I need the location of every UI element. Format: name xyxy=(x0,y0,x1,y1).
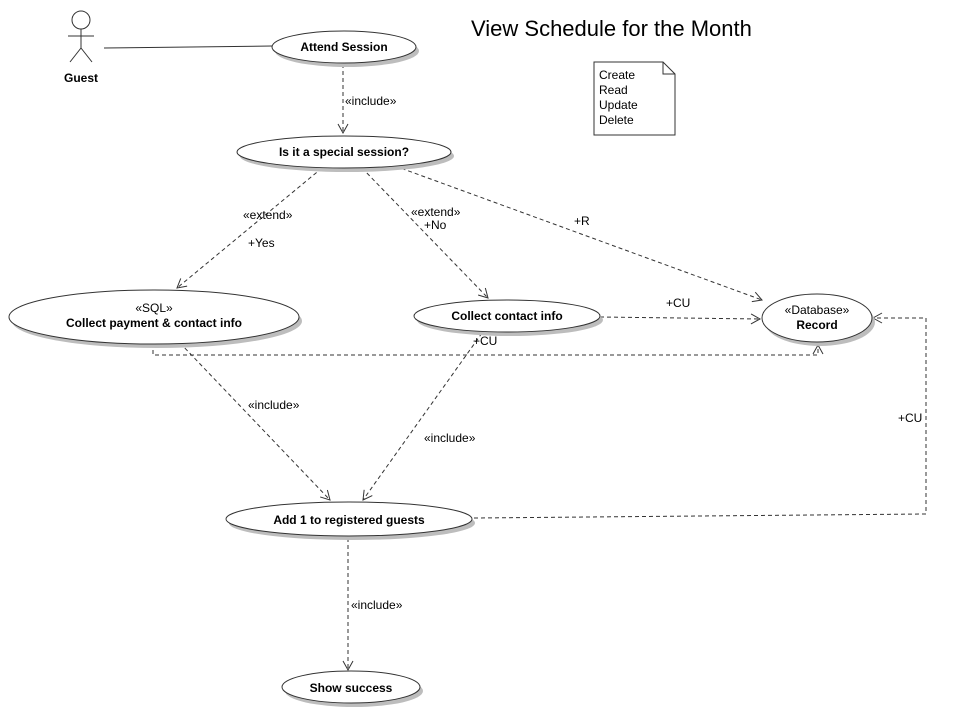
extend-arrow-yes xyxy=(176,167,323,289)
actor-guest[interactable]: Guest xyxy=(64,10,98,85)
use-case-label: Collect payment & contact info xyxy=(66,316,242,330)
use-case-attend-session[interactable]: Attend Session xyxy=(271,30,419,67)
use-case-stereotype: «SQL» xyxy=(135,301,173,315)
use-case-label: Is it a special session? xyxy=(279,145,409,159)
relation-labels: «include» «extend» +Yes «extend» +No +R … xyxy=(243,94,922,612)
use-case-stereotype: «Database» xyxy=(785,303,850,317)
use-case-collect-payment[interactable]: «SQL» Collect payment & contact info xyxy=(8,289,302,348)
label-extend-no: «extend» xyxy=(411,205,461,219)
note-line-read: Read xyxy=(599,83,628,97)
use-case-add-one[interactable]: Add 1 to registered guests xyxy=(225,501,475,540)
extend-arrow-no xyxy=(361,167,489,299)
note-line-delete: Delete xyxy=(599,113,634,127)
label-include-show: «include» xyxy=(351,598,403,612)
use-case-label: Collect contact info xyxy=(451,309,562,323)
label-include-payment-add: «include» xyxy=(248,398,300,412)
label-yes: +Yes xyxy=(248,236,275,250)
include-arrow-contact-add xyxy=(362,332,483,501)
include-arrow-payment-add xyxy=(179,342,331,501)
association-line xyxy=(103,45,273,49)
note-line-update: Update xyxy=(599,98,638,112)
use-case-record[interactable]: «Database» Record xyxy=(761,293,875,346)
use-case-label: Record xyxy=(796,318,837,332)
note-line-create: Create xyxy=(599,68,635,82)
label-cu-add-record: +CU xyxy=(898,411,922,425)
stick-figure-icon xyxy=(68,10,94,63)
use-case-show-success[interactable]: Show success xyxy=(281,670,423,707)
cu-arrow-add-record xyxy=(473,312,927,519)
use-case-label: Show success xyxy=(310,681,393,695)
cu-arrow-payment-record xyxy=(152,343,824,356)
crud-note: Create Read Update Delete xyxy=(593,61,676,136)
label-no: +No xyxy=(424,218,447,232)
label-include-attend: «include» xyxy=(345,94,397,108)
actor-label: Guest xyxy=(64,71,98,85)
use-case-special-session[interactable]: Is it a special session? xyxy=(236,135,454,172)
label-cu-contact-record: +CU xyxy=(666,296,690,310)
diagram-title: View Schedule for the Month xyxy=(471,16,752,41)
use-case-collect-contact[interactable]: Collect contact info xyxy=(413,299,603,336)
use-case-label: Add 1 to registered guests xyxy=(273,513,425,527)
read-arrow xyxy=(394,165,763,303)
cu-arrow-contact-record xyxy=(599,313,762,325)
label-read: +R xyxy=(574,214,590,228)
connectors xyxy=(103,45,927,672)
label-cu-contact-below: +CU xyxy=(473,334,497,348)
label-extend-yes: «extend» xyxy=(243,208,293,222)
label-include-contact-add: «include» xyxy=(424,431,476,445)
use-case-label: Attend Session xyxy=(300,40,387,54)
